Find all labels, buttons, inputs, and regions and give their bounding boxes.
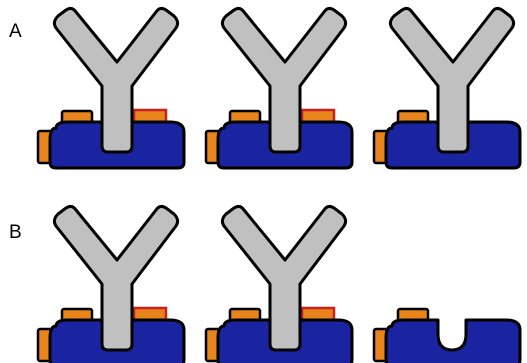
unit-2-1 xyxy=(38,206,184,363)
unit-1-2 xyxy=(206,8,352,168)
panel-label-b: B xyxy=(9,222,22,243)
diagram-units xyxy=(38,8,520,363)
unit-1-1 xyxy=(38,8,184,168)
unit-2-3 xyxy=(374,309,520,363)
panel-label-a: A xyxy=(9,21,22,42)
unit-2-2 xyxy=(206,206,352,363)
unit-1-3 xyxy=(374,8,520,168)
receptor-body xyxy=(386,320,520,363)
